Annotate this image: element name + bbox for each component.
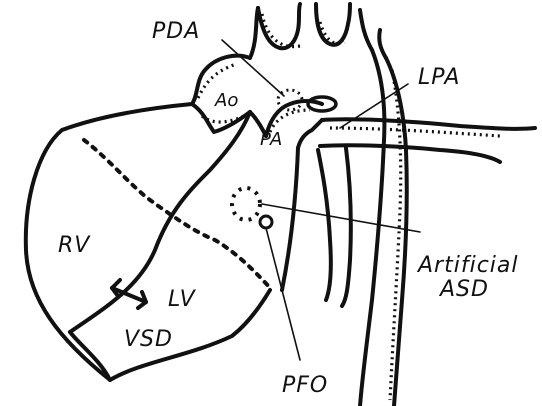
- lv-posterior-wall: [282, 148, 298, 290]
- pfo-circle: [260, 216, 272, 228]
- pa-trunk-right: [298, 120, 322, 148]
- label-pa: PA: [260, 129, 282, 150]
- ventricular-septum: [70, 112, 250, 332]
- av-valve-line: [84, 140, 272, 290]
- descending-aorta-left: [360, 50, 384, 406]
- label-pfo: PFO: [282, 373, 328, 398]
- lpa-hatch: [330, 128, 500, 136]
- head-vessel-3: [379, 30, 386, 58]
- label-rv: RV: [58, 233, 91, 258]
- artificial-asd-ring: [232, 188, 260, 220]
- label-pda: PDA: [152, 19, 200, 44]
- vsd-arrow-icon: [112, 280, 146, 308]
- pa-branch-down: [318, 150, 331, 300]
- label-ao: Ao: [214, 90, 238, 111]
- head-vessel-2: [360, 10, 372, 50]
- label-artificial: Artificial: [416, 253, 519, 278]
- label-vsd: VSD: [124, 327, 173, 352]
- label-asd: ASD: [438, 277, 489, 302]
- right-heart-wall: [70, 332, 110, 380]
- asd-leader: [262, 204, 420, 232]
- pfo-leader: [266, 228, 300, 360]
- pa-branch-down-right: [342, 148, 351, 306]
- label-lv: LV: [168, 287, 197, 312]
- label-lpa: LPA: [418, 65, 460, 90]
- head-vessel-1: [316, 4, 350, 45]
- descending-aorta-right: [386, 58, 407, 406]
